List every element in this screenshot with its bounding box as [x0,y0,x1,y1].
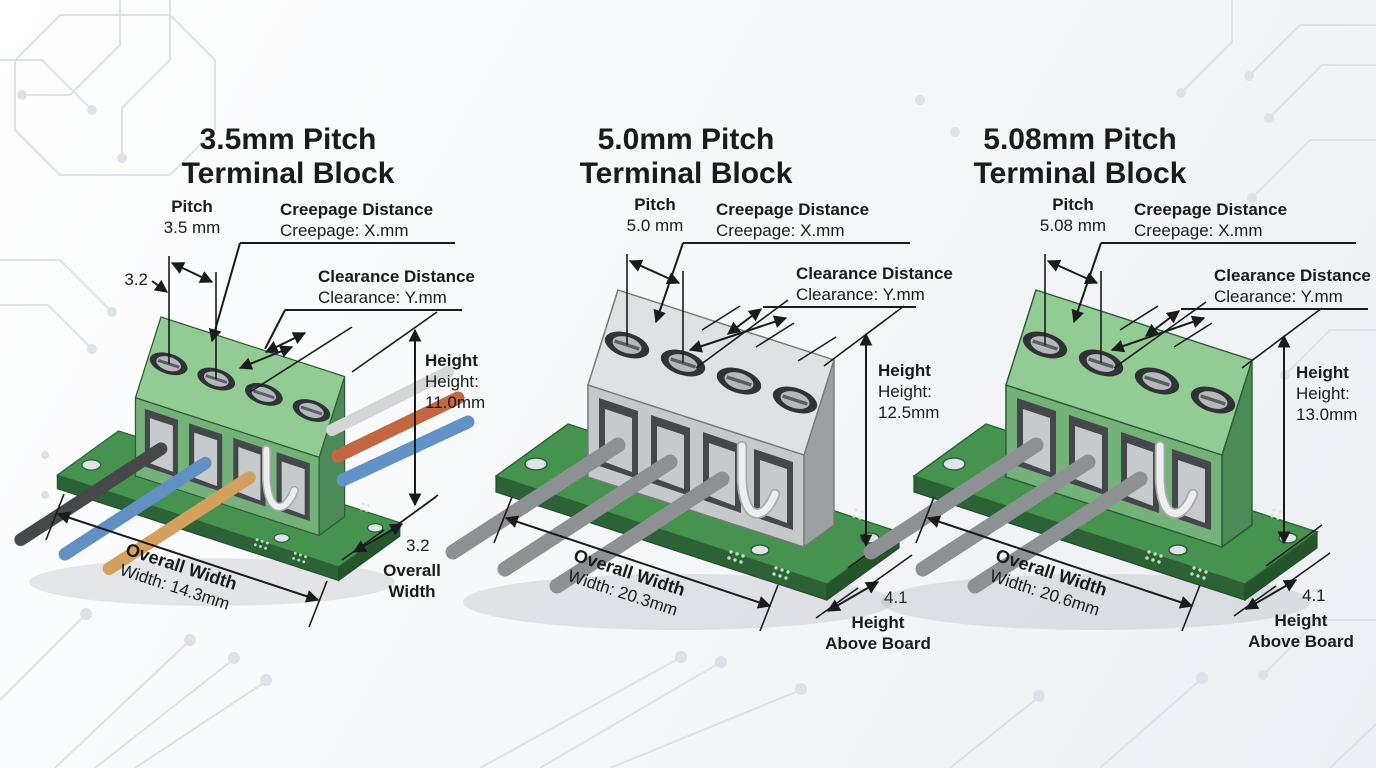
creepage-annotation: Creepage Distance Creepage: X.mm [1134,199,1287,241]
clearance-label: Clearance Distance [318,267,475,286]
pitch-annotation: Pitch 5.0 mm [627,194,684,236]
terminal-block-illustration [863,289,1319,630]
creepage-value: Creepage: X.mm [716,221,845,240]
title-line-2: Terminal Block [181,156,395,190]
creepage-annotation: Creepage Distance Creepage: X.mm [280,199,433,241]
clearance-label: Clearance Distance [796,264,953,283]
clearance-value: Clearance: Y.mm [796,285,925,304]
creepage-value: Creepage: X.mm [1134,221,1263,240]
clearance-annotation: Clearance Distance Clearance: Y.mm [318,266,475,308]
height-label: Height [1296,363,1349,382]
screw-terminals [149,352,331,422]
panel-title: 5.08mm Pitch Terminal Block [974,123,1187,191]
rear-wires [326,366,475,487]
height-value-line2: 12.5mm [878,403,940,422]
height-annotation: Height Height: 11.0mm [425,350,485,413]
clearance-value: Clearance: Y.mm [1214,287,1343,306]
panel-3-5mm: 3.5mm Pitch Terminal Block Pitch 3.5 mm … [0,0,485,768]
title-line-2: Terminal Block [973,156,1187,190]
pitch-label: Pitch [1052,195,1094,214]
pitch-label: Pitch [634,195,676,214]
title-line-2: Terminal Block [579,156,793,190]
board-dimension-value: 4.1 [884,588,908,608]
board-dimension-value: 3.2 [406,536,430,555]
dimension-lines [915,242,1368,632]
terminal-block-illustration [14,316,402,606]
clearance-annotation: Clearance Distance Clearance: Y.mm [1214,265,1371,307]
clearance-annotation: Clearance Distance Clearance: Y.mm [796,263,953,305]
board-dimension-value: 4.1 [1302,586,1326,605]
creepage-annotation: Creepage Distance Creepage: X.mm [716,199,869,241]
board-dimension-label: Overall Width [383,561,441,601]
panel-title: 5.0mm Pitch Terminal Block [580,123,793,191]
height-value-line1: Height: [878,382,932,401]
title-line-1: 5.0mm Pitch [597,122,775,156]
creepage-label: Creepage Distance [280,200,434,219]
pitch-value: 5.0 mm [626,216,684,235]
title-line-1: 5.08mm Pitch [983,122,1177,156]
title-line-1: 3.5mm Pitch [199,122,377,156]
panel-5-08mm: 5.08mm Pitch Terminal Block Pitch 5.08 m… [863,0,1374,768]
height-value-line1: Height: [425,372,479,391]
board-dimension-label: Height Above Board [1248,611,1354,651]
creepage-value: Creepage: X.mm [280,221,409,240]
pitch-annotation: Pitch 5.08 mm [1040,194,1106,236]
height-value-line2: 11.0mm [425,393,486,412]
height-annotation: Height Height: 13.0mm [1296,362,1357,425]
clearance-value: Clearance: Y.mm [318,288,447,307]
height-label: Height [878,361,931,380]
creepage-label: Creepage Distance [1134,200,1288,219]
screw-terminals [604,331,818,414]
panel-5-0mm: 5.0mm Pitch Terminal Block Pitch 5.0 mm … [445,0,953,768]
dimension-lines [493,242,916,632]
dimension-lines [45,242,475,628]
height-annotation: Height Height: 12.5mm [878,360,939,423]
pitch-annotation: Pitch 3.5 mm [164,196,221,238]
pitch-value: 3.5 mm [163,218,221,237]
height-value-line1: Height: [1296,384,1350,403]
height-value-line2: 13.0mm [1296,405,1358,424]
pitch-label: Pitch [171,197,213,216]
height-label: Height [425,351,478,370]
creepage-label: Creepage Distance [716,200,870,219]
board-dimension-label: Height Above Board [825,613,931,653]
panel-title: 3.5mm Pitch Terminal Block [182,123,395,191]
clearance-label: Clearance Distance [1214,266,1371,285]
pitch-value: 5.08 mm [1039,216,1107,235]
side-dimension: 3.2 [124,270,148,289]
